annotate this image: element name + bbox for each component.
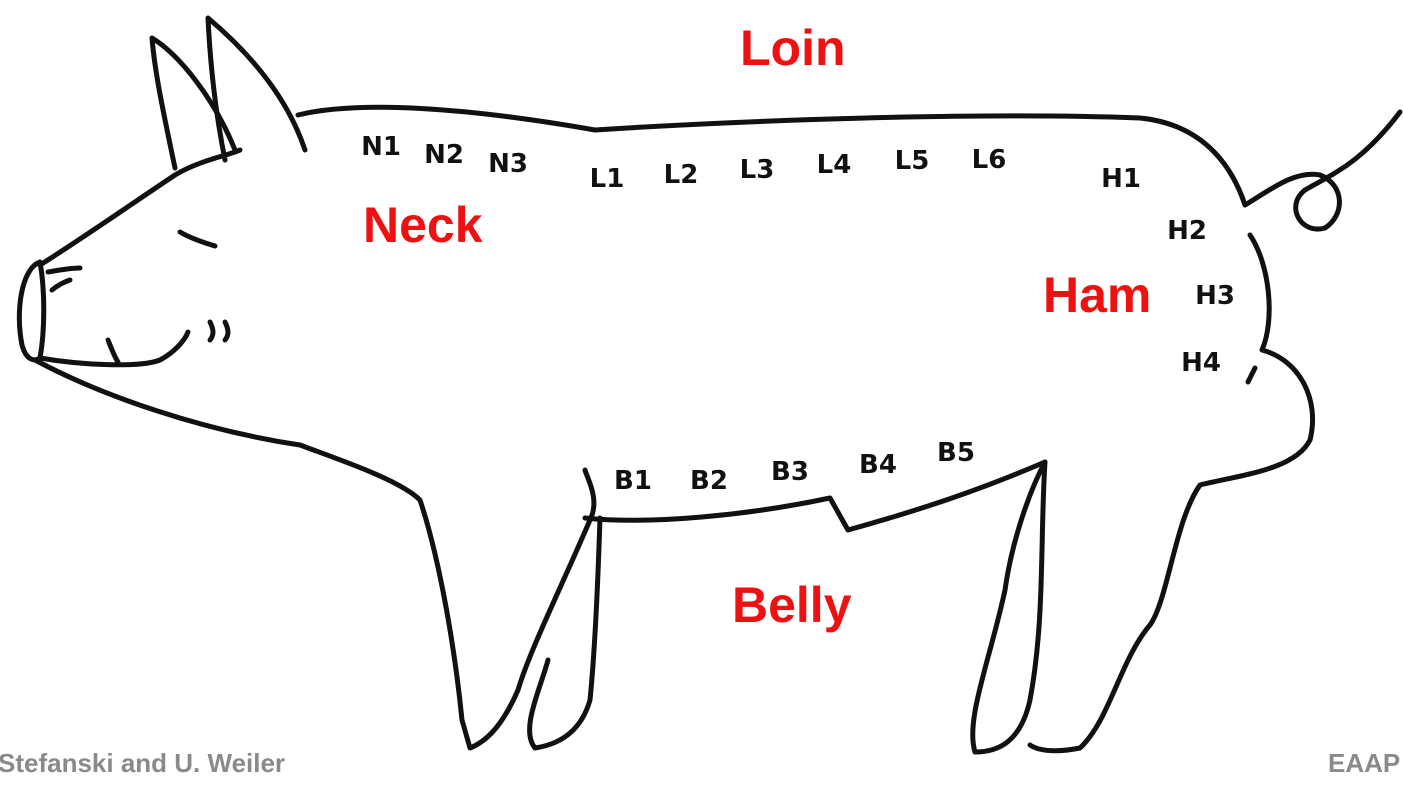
pig-snout [19, 262, 43, 360]
marker-l5: L5 [895, 148, 930, 174]
pig-belly-outline [585, 462, 1045, 530]
credit-eaap: EAAP [1328, 750, 1400, 776]
marker-l6: L6 [972, 147, 1007, 173]
marker-h3: H3 [1195, 283, 1235, 309]
region-label-ham: Ham [1043, 270, 1151, 320]
marker-l1: L1 [590, 166, 625, 192]
pig-jaw-mark [108, 340, 118, 362]
pig-front-leg-outline [300, 445, 594, 748]
marker-l4: L4 [817, 152, 852, 178]
marker-l2: L2 [664, 162, 699, 188]
pig-ear-right [208, 18, 305, 160]
region-label-belly: Belly [732, 580, 852, 630]
pig-ham-dash [1248, 368, 1255, 382]
marker-h4: H4 [1181, 350, 1221, 376]
pig-tail [1245, 112, 1400, 229]
region-label-loin: Loin [740, 23, 846, 73]
marker-h1: H1 [1101, 166, 1141, 192]
marker-b2: B2 [690, 468, 728, 494]
pig-eye [180, 232, 215, 246]
pig-chest-outline [35, 360, 300, 445]
marker-n3: N3 [488, 151, 528, 177]
region-label-neck: Neck [363, 200, 483, 250]
marker-b5: B5 [937, 440, 975, 466]
marker-h2: H2 [1167, 218, 1207, 244]
pig-nostril-wrinkles [48, 268, 80, 290]
marker-n1: N1 [361, 134, 401, 160]
pig-cheek-marks [210, 322, 228, 340]
pig-head-outline [40, 150, 240, 265]
marker-n2: N2 [424, 142, 464, 168]
marker-l3: L3 [740, 157, 775, 183]
marker-b1: B1 [614, 468, 652, 494]
marker-b3: B3 [771, 459, 809, 485]
pig-rear-leg-outline [973, 462, 1045, 752]
credit-authors: Stefanski and U. Weiler [0, 750, 285, 776]
marker-b4: B4 [859, 452, 897, 478]
